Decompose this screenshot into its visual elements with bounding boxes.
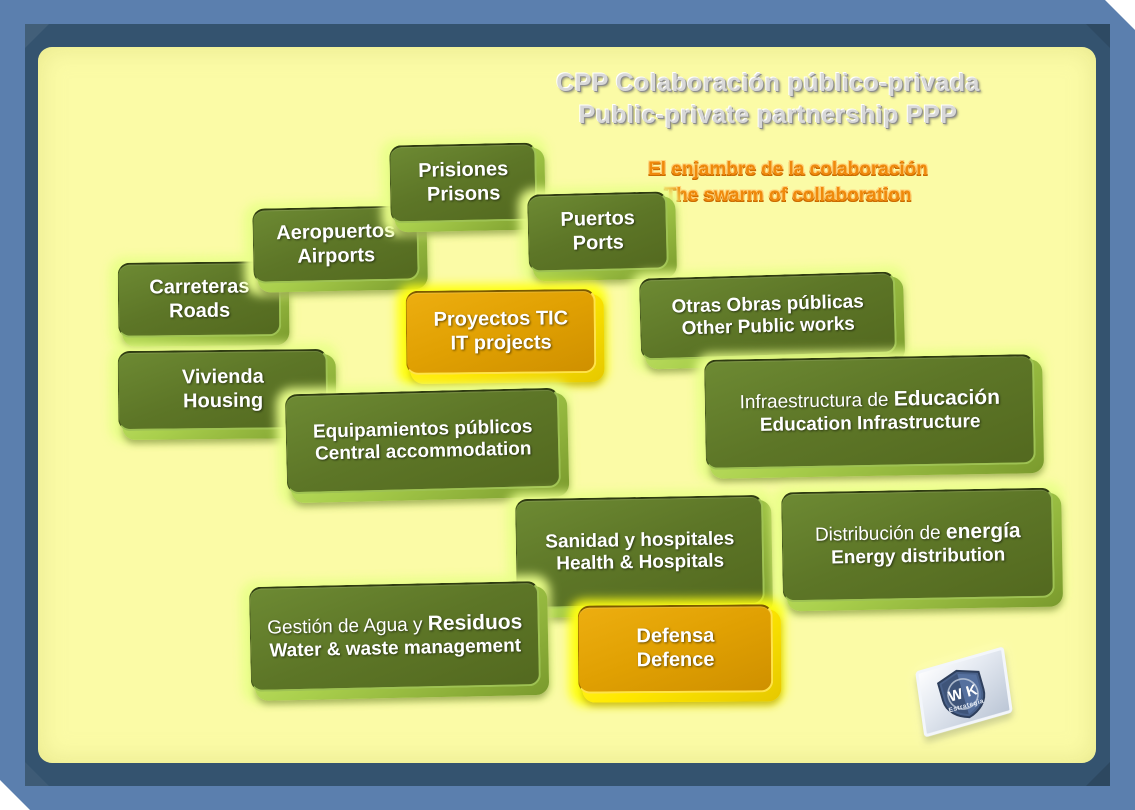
node-housing-label-es: Vivienda: [181, 365, 264, 389]
node-it-projects-label-es: Proyectos TIC: [433, 307, 569, 332]
node-roads-label-es: Carreteras: [149, 275, 250, 299]
corner-notch-top-right: [1105, 0, 1135, 30]
content-area: CPP Colaboración público-privada Public-…: [38, 47, 1096, 763]
shield-icon: W K Estrategia: [933, 662, 993, 725]
node-water-waste[interactable]: Gestión de Agua y Residuos Water & waste…: [239, 574, 553, 705]
node-housing-label-en: Housing: [183, 389, 264, 413]
node-roads-label-en: Roads: [168, 299, 231, 322]
subtitle-spanish: El enjambre de la colaboración: [648, 159, 928, 180]
node-defence[interactable]: Defensa Defence: [568, 598, 785, 706]
node-other-public-works[interactable]: Otras Obras públicas Other Public works: [629, 265, 909, 373]
logo-wk-estrategia[interactable]: W K Estrategia: [908, 646, 1028, 739]
page-title: CPP Colaboración público-privada Public-…: [468, 67, 1068, 131]
corner-notch-bottom-left: [0, 780, 30, 810]
node-health-hospitals-label-en: Health & Hospitals: [556, 550, 725, 575]
node-prisons[interactable]: Prisiones Prisons: [380, 136, 550, 236]
node-health-hospitals-label-es: Sanidad y hospitales: [545, 527, 735, 553]
node-defence-label-en: Defence: [636, 648, 715, 672]
node-health-hospitals[interactable]: Sanidad y hospitales Health & Hospitals: [505, 488, 777, 622]
title-english: Public-private partnership PPP: [578, 101, 958, 129]
page-subtitle: El enjambre de la colaboración The swarm…: [508, 157, 1068, 208]
node-airports-label-en: Airports: [297, 243, 376, 268]
node-defence-label-es: Defensa: [636, 625, 715, 648]
node-energy-distribution[interactable]: Distribución de energía Energy distribut…: [771, 481, 1067, 615]
node-education-infrastructure-label-en: Education Infrastructure: [759, 411, 981, 437]
node-prisons-label-en: Prisons: [426, 182, 501, 206]
frame-corner-bottom-right: [1086, 762, 1110, 786]
subtitle-english: The swarm of collaboration: [664, 184, 912, 206]
node-education-infrastructure[interactable]: Infraestructura de Educación Education I…: [694, 347, 1048, 483]
node-ports-label-es: Puertos: [560, 207, 636, 232]
frame-corner-top-left: [25, 24, 49, 48]
node-ports-label-en: Ports: [572, 231, 625, 255]
node-it-projects[interactable]: Proyectos TIC IT projects: [396, 282, 608, 388]
node-energy-distribution-label-en: Energy distribution: [830, 544, 1006, 569]
node-prisons-label-es: Prisiones: [417, 158, 509, 183]
title-spanish: CPP Colaboración público-privada: [556, 69, 980, 97]
node-energy-distribution-label-es: Distribución de energía: [814, 519, 1021, 547]
node-central-accommodation[interactable]: Equipamientos públicos Central accommoda…: [275, 381, 573, 507]
node-it-projects-label-en: IT projects: [450, 331, 552, 355]
node-airports-label-es: Aeropuertos: [276, 219, 396, 245]
node-ports[interactable]: Puertos Ports: [517, 185, 681, 285]
